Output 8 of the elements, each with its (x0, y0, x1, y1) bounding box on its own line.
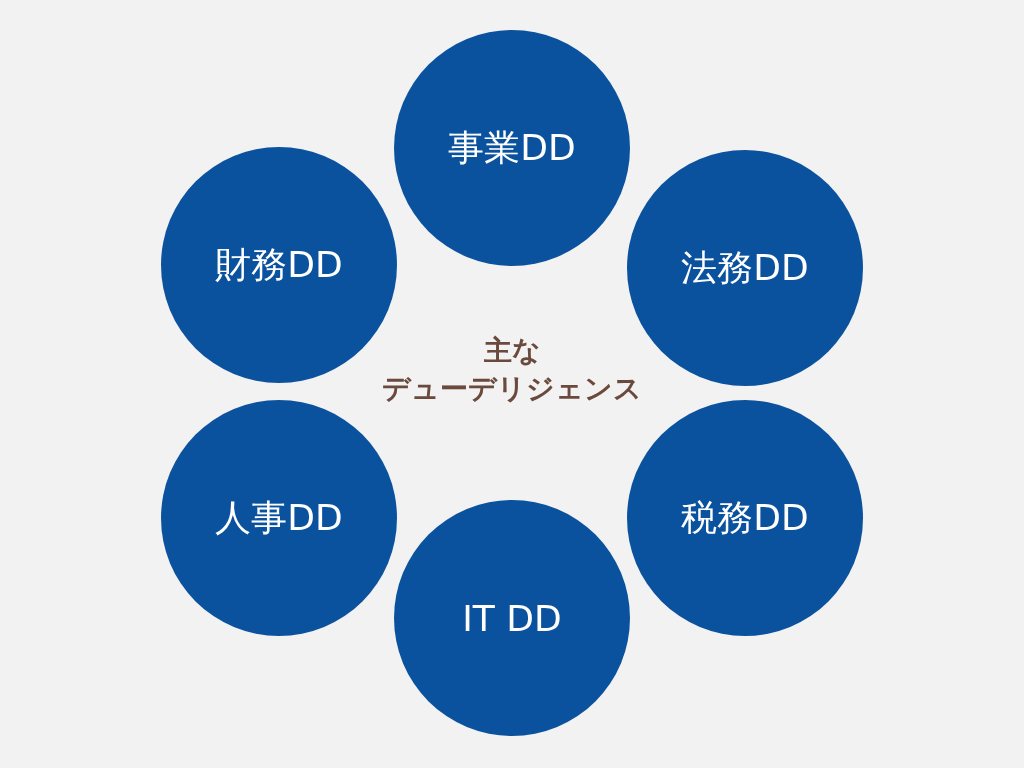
circle-label: IT DD (462, 597, 562, 639)
circle-label: 法務DD (681, 245, 809, 290)
circle-label: 事業DD (448, 125, 576, 170)
circle-label: 人事DD (215, 495, 343, 540)
circle-label: 財務DD (215, 242, 343, 287)
center-title: 主な (482, 333, 542, 369)
center-title: デューデリジェンス (381, 371, 643, 407)
circle-label: 税務DD (681, 495, 809, 540)
